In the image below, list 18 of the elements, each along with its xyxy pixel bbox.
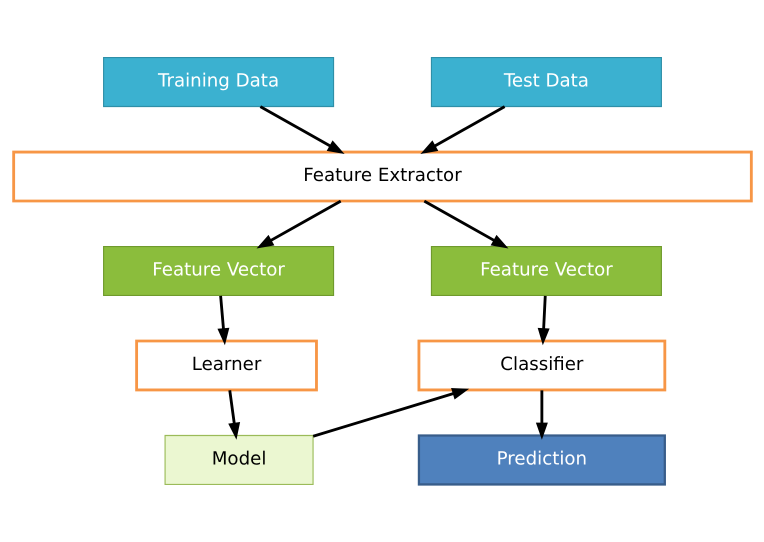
arrow: [537, 296, 550, 346]
arrow: [259, 105, 344, 154]
node-box: Prediction: [417, 434, 666, 486]
arrow: [228, 390, 240, 440]
arrow: [312, 388, 469, 438]
arrow: [423, 200, 508, 249]
node-box: Learner: [134, 340, 318, 392]
node-box: Training Data: [102, 56, 334, 108]
node-box: Feature Extractor: [12, 150, 752, 202]
node-box: Classifier: [417, 340, 666, 392]
arrow: [216, 296, 229, 346]
arrow: [535, 390, 548, 440]
node-box: Model: [164, 434, 314, 486]
node-box: Feature Vector: [102, 246, 334, 296]
arrow: [420, 105, 505, 154]
node-box: Test Data: [430, 56, 662, 108]
arrow: [256, 200, 341, 249]
node-box: Feature Vector: [430, 246, 662, 296]
